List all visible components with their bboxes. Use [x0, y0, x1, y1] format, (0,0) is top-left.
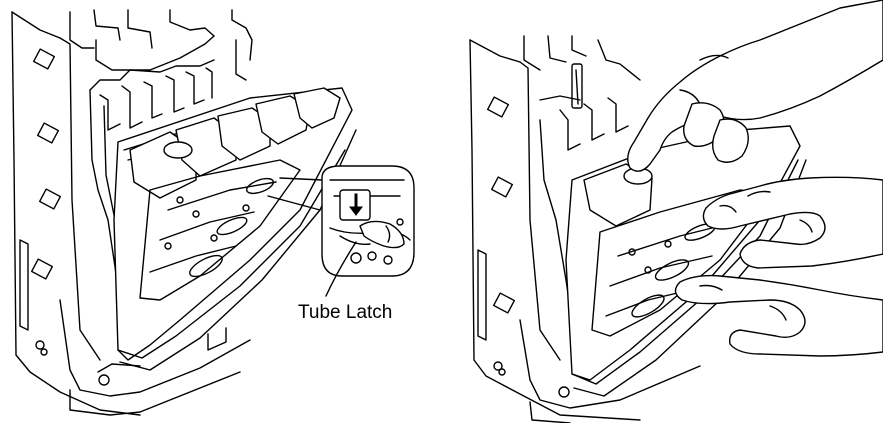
right-panel [469, 0, 883, 423]
tube-latch-label: Tube Latch [298, 302, 392, 323]
tube-latch-inset [267, 165, 415, 297]
left-panel: Tube Latch [11, 9, 415, 416]
hands-removing-tubes-icon [469, 0, 883, 423]
cabinet-open-tube-door-icon [11, 9, 357, 416]
